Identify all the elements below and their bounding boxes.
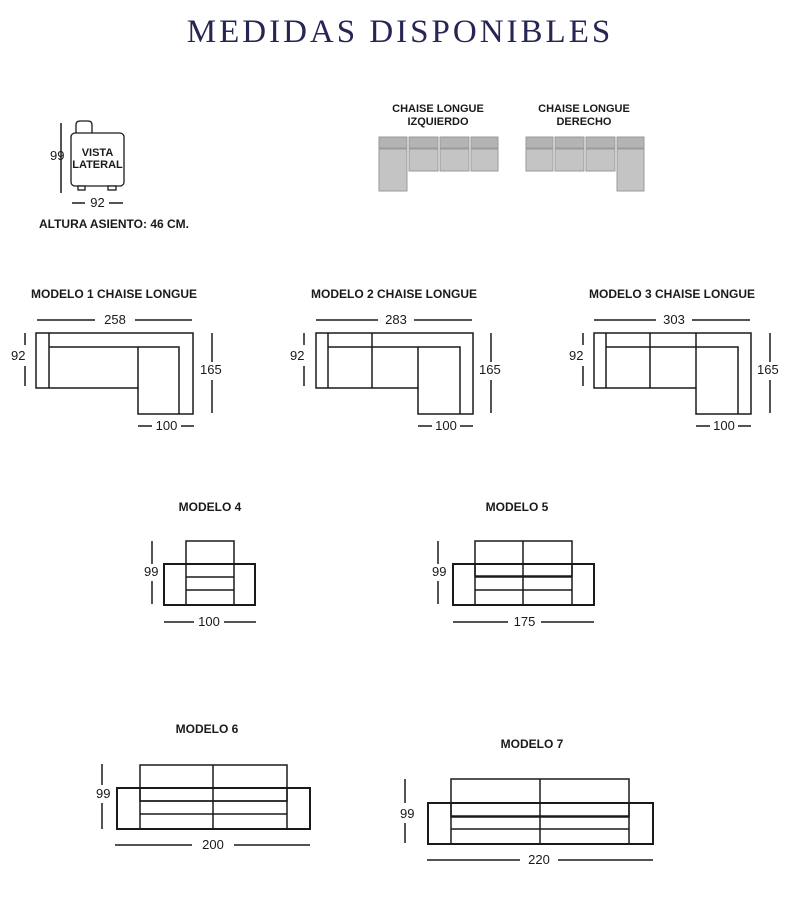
chaise-right-seat-1: [525, 148, 554, 172]
chaise-left-seat-2: [439, 148, 470, 172]
chaise-right-back-3: [585, 136, 616, 149]
model-1-width: 258: [104, 312, 126, 327]
chaise-right-chaise: [616, 148, 645, 192]
side-view-drawing: [60, 120, 125, 204]
model-4-body: [163, 563, 256, 606]
model-5-width: 175: [513, 614, 536, 629]
model-4-height: 99: [144, 564, 159, 579]
chaise-left-label-line2: IZQUIERDO: [407, 116, 469, 128]
page-title: MEDIDAS DISPONIBLES: [186, 14, 614, 50]
model-6-name: MODELO 6: [175, 722, 239, 736]
model-3-back-inner: [606, 346, 739, 414]
model-2-drawing: [303, 319, 492, 427]
chaise-left-back-1: [378, 136, 408, 149]
model-6-body: [116, 787, 311, 830]
model-3-chaise-depth: 165: [757, 362, 779, 377]
chaise-left-back-2: [408, 136, 439, 149]
model-5-name: MODELO 5: [485, 500, 549, 514]
model-3-width: 303: [663, 312, 685, 327]
model-1-chaise-depth: 165: [200, 362, 222, 377]
model-2-outline: [315, 332, 474, 415]
model-5-drawing: [437, 540, 595, 623]
model-4-name: MODELO 4: [178, 500, 242, 514]
model-1-drawing: [24, 319, 213, 427]
model-2-chaise-depth: 165: [479, 362, 501, 377]
chaise-left-seat-1: [408, 148, 439, 172]
chaise-right-label-line2: DERECHO: [556, 116, 612, 128]
model-2-name: MODELO 2 CHAISE LONGUE: [310, 287, 477, 301]
model-2-chaise-width: 100: [435, 418, 457, 433]
side-view-label-line1: VISTA: [81, 147, 114, 159]
model-4-drawing: [151, 540, 256, 623]
chaise-left-back-3: [439, 136, 470, 149]
model-3-chaise-width: 100: [713, 418, 735, 433]
model-4-backrest: [185, 540, 235, 565]
model-1-back-inner: [49, 346, 180, 414]
model-6-height: 99: [96, 786, 111, 801]
chaise-right-back-4: [616, 136, 645, 149]
model-1-depth: 92: [11, 348, 26, 363]
model-3-depth: 92: [569, 348, 584, 363]
side-view-height-value: 99: [50, 148, 65, 163]
model-1-name: MODELO 1 CHAISE LONGUE: [30, 287, 197, 301]
side-view-backrest: [75, 120, 93, 133]
model-2-back-inner: [328, 346, 461, 414]
model-7-drawing: [404, 778, 654, 861]
side-view-foot-left: [77, 185, 86, 191]
model-7-name: MODELO 7: [500, 737, 564, 751]
chaise-right-seat-3: [585, 148, 616, 172]
chaise-right-back-2: [554, 136, 585, 149]
seat-height-label: ALTURA ASIENTO: 46 CM.: [39, 217, 190, 231]
model-2-depth: 92: [290, 348, 305, 363]
side-view-body: [70, 132, 125, 187]
side-view-width-value: 92: [90, 195, 105, 210]
chaise-right-seat-2: [554, 148, 585, 172]
model-2-width: 283: [385, 312, 407, 327]
model-6-drawing: [101, 764, 311, 846]
chaise-right-back-1: [525, 136, 554, 149]
model-6-width: 200: [202, 837, 224, 852]
chaise-right-label-line1: CHAISE LONGUE: [538, 103, 630, 115]
side-view-foot-right: [107, 185, 117, 191]
chaise-left-label-line1: CHAISE LONGUE: [392, 103, 484, 115]
model-3-outline: [593, 332, 752, 415]
model-1-chaise-width: 100: [155, 418, 178, 433]
model-7-height: 99: [400, 806, 415, 821]
model-4-width: 100: [198, 614, 220, 629]
chaise-left-drawing: [378, 136, 499, 192]
model-5-body: [452, 563, 595, 606]
model-5-height: 99: [432, 564, 447, 579]
side-view-label-line2: LATERAL: [72, 159, 123, 171]
chaise-left-back-4: [470, 136, 499, 149]
model-7-body: [427, 802, 654, 845]
chaise-left-chaise: [378, 148, 408, 192]
model-7-width: 220: [528, 852, 550, 867]
model-3-drawing: [582, 319, 771, 427]
model-3-name: MODELO 3 CHAISE LONGUE: [588, 287, 755, 301]
chaise-left-seat-3: [470, 148, 499, 172]
model-1-outline: [35, 332, 194, 415]
chaise-right-drawing: [525, 136, 645, 192]
